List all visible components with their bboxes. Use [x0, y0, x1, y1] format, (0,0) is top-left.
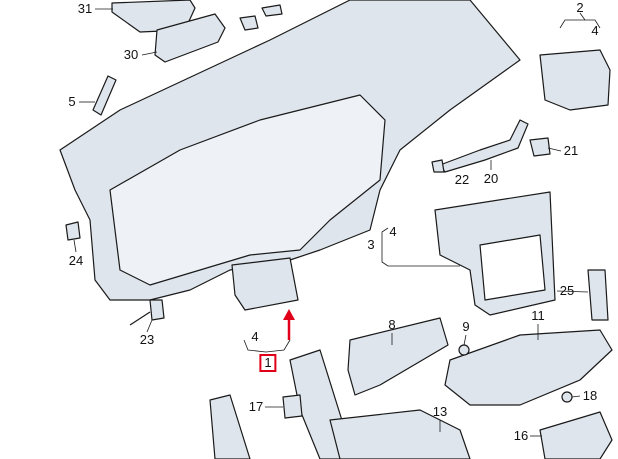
callout-2[interactable]: 2 — [576, 0, 584, 15]
part-21-connector — [529, 137, 551, 157]
part-22-end — [431, 159, 445, 173]
part-16-vent — [539, 411, 613, 459]
part-1-vent — [231, 257, 299, 311]
highlight-arrow — [283, 309, 295, 340]
callout-11[interactable]: 11 — [531, 308, 545, 323]
part-11-cover — [444, 329, 613, 406]
part-18-screw — [561, 391, 573, 403]
callout-30[interactable]: 30 — [123, 47, 139, 62]
callout-5[interactable]: 5 — [68, 94, 76, 109]
callout-24[interactable]: 24 — [68, 253, 84, 268]
part-clip-top-a — [239, 15, 259, 31]
part-3-opening — [479, 234, 546, 301]
part-clip-top-b — [261, 4, 283, 17]
callout-4-lower[interactable]: 4 — [251, 329, 259, 344]
callout-8[interactable]: 8 — [388, 317, 396, 332]
part-2-vent — [539, 49, 611, 111]
callout-4-top-right[interactable]: 4 — [591, 23, 599, 38]
callout-9[interactable]: 9 — [462, 319, 470, 334]
part-8-bracket — [347, 317, 449, 396]
part-23-sensor — [149, 299, 165, 321]
callout-31[interactable]: 31 — [77, 1, 93, 16]
part-duct-far-left — [209, 394, 251, 459]
part-30-tray — [154, 13, 226, 63]
dashboard-frame — [109, 94, 386, 286]
callout-18[interactable]: 18 — [582, 388, 598, 403]
part-24-clip — [65, 221, 81, 241]
callout-21[interactable]: 21 — [563, 143, 579, 158]
callout-16[interactable]: 16 — [513, 428, 529, 443]
part-9-screw — [458, 344, 470, 356]
callout-25[interactable]: 25 — [559, 283, 575, 298]
part-25-vent — [587, 269, 609, 321]
callout-1-highlighted[interactable]: 1 — [259, 354, 277, 372]
callout-23[interactable]: 23 — [139, 332, 155, 347]
callout-20[interactable]: 20 — [483, 171, 499, 186]
part-20-hose — [439, 119, 529, 173]
callout-13[interactable]: 13 — [432, 404, 448, 419]
callout-4-center[interactable]: 4 — [389, 224, 397, 239]
part-13-duct — [329, 409, 471, 459]
part-5-vent — [92, 75, 117, 116]
callout-22[interactable]: 22 — [454, 172, 470, 187]
callout-3[interactable]: 3 — [367, 237, 375, 252]
callout-17[interactable]: 17 — [248, 399, 264, 414]
part-17-pad — [282, 394, 303, 419]
